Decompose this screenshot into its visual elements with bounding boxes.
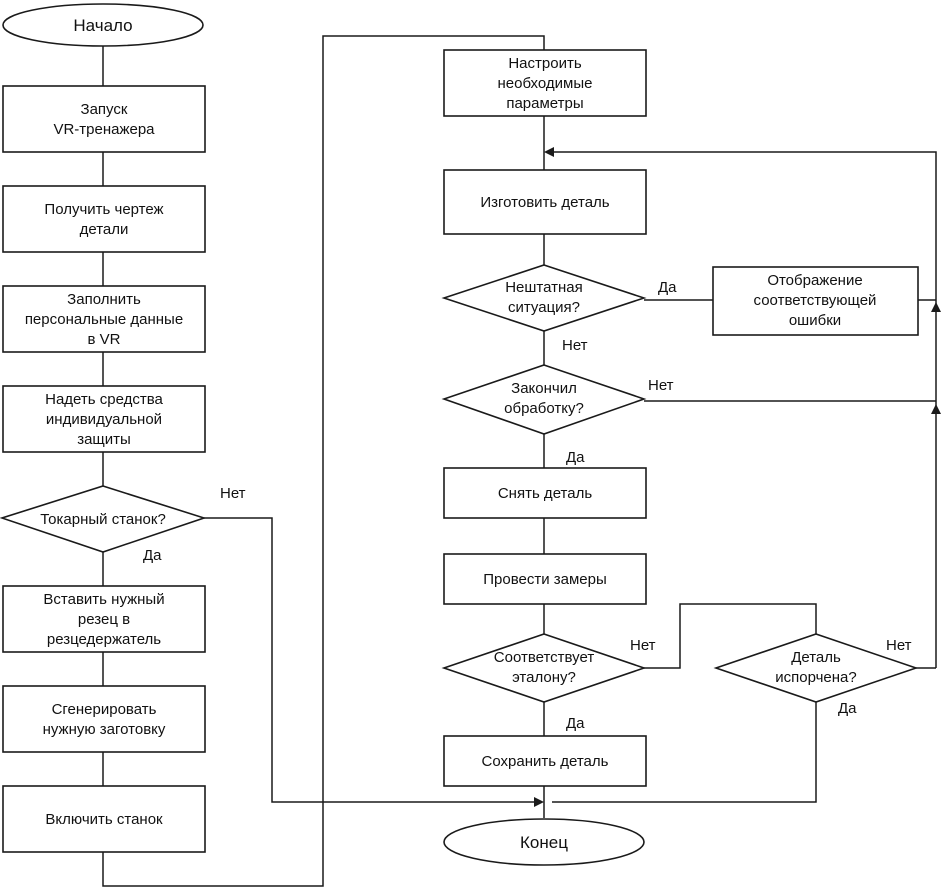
show-error-line3: ошибки: [789, 312, 841, 329]
save-part-label: Сохранить деталь: [482, 753, 609, 770]
generate-blank-line1: Сгенерировать: [52, 701, 157, 718]
insert-cutter-line2: резец в: [78, 611, 130, 628]
start-label: Начало: [73, 16, 132, 35]
node-turn-on: Включить станок: [2, 785, 206, 853]
configure-line1: Настроить: [508, 55, 581, 72]
spoiled-line1: Деталь: [791, 649, 841, 666]
node-show-error: Отображение соответствующей ошибки: [712, 266, 919, 336]
matches-line2: эталону?: [512, 669, 576, 686]
node-remove-part: Снять деталь: [443, 467, 647, 519]
node-start: Начало: [2, 3, 204, 47]
node-insert-cutter: Вставить нужный резец в резцедержатель: [2, 585, 206, 653]
label-emergency-yes: Да: [658, 279, 677, 296]
edge-return-loop: [548, 151, 937, 668]
launch-line1: Запуск: [81, 101, 128, 118]
show-error-line1: Отображение: [767, 272, 862, 289]
edge-matches-no: [644, 603, 817, 669]
insert-cutter-line1: Вставить нужный: [43, 591, 164, 608]
configure-line2: необходимые: [498, 75, 593, 92]
node-emergency-decision: Нештатная ситуация?: [441, 264, 647, 332]
node-launch: Запуск VR-тренажера: [2, 85, 206, 153]
get-drawing-line2: детали: [80, 221, 129, 238]
label-finished-no: Нет: [648, 377, 674, 394]
spoiled-line2: испорчена?: [775, 669, 856, 686]
edge-spoiled-yes: [552, 702, 817, 803]
node-make-part: Изготовить деталь: [443, 169, 647, 235]
edge-lathe-no: [204, 517, 536, 803]
node-end: Конец: [443, 818, 645, 866]
end-label: Конец: [520, 833, 568, 852]
label-matches-no: Нет: [630, 637, 656, 654]
matches-line1: Соответствует: [494, 649, 595, 666]
turn-on-label: Включить станок: [45, 811, 163, 828]
node-finished-decision: Закончил обработку?: [441, 364, 647, 435]
edge-turnon-configure: [102, 35, 545, 887]
fill-data-line2: персональные данные: [25, 311, 183, 328]
node-generate-blank: Сгенерировать нужную заготовку: [2, 685, 206, 753]
label-finished-yes: Да: [566, 449, 585, 466]
fill-data-line1: Заполнить: [67, 291, 141, 308]
label-matches-yes: Да: [566, 715, 585, 732]
label-spoiled-no: Нет: [886, 637, 912, 654]
node-measure: Провести замеры: [443, 553, 647, 605]
node-matches-decision: Соответствует эталону?: [441, 633, 647, 703]
remove-part-label: Снять деталь: [498, 485, 592, 502]
emergency-line2: ситуация?: [508, 299, 580, 316]
make-part-label: Изготовить деталь: [480, 194, 609, 211]
label-lathe-no: Нет: [220, 485, 246, 502]
get-drawing-line1: Получить чертеж: [44, 201, 163, 218]
protection-line2: индивидуальной: [46, 411, 162, 428]
fill-data-line3: в VR: [88, 331, 121, 348]
generate-blank-line2: нужную заготовку: [43, 721, 166, 738]
node-get-drawing: Получить чертеж детали: [2, 185, 206, 253]
node-fill-data: Заполнить персональные данные в VR: [2, 285, 206, 353]
insert-cutter-line3: резцедержатель: [47, 631, 161, 648]
label-lathe-yes: Да: [143, 547, 162, 564]
label-emergency-no: Нет: [562, 337, 588, 354]
node-spoiled-decision: Деталь испорчена?: [713, 633, 919, 703]
protection-line1: Надеть средства: [45, 391, 163, 408]
edge-labels: Нет Да Да Нет Нет Да Нет Да Нет Да: [143, 279, 912, 732]
finished-line1: Закончил: [511, 380, 577, 397]
arrow-into-end-bus: [534, 797, 544, 807]
lathe-decision-label: Токарный станок?: [40, 511, 166, 528]
show-error-line2: соответствующей: [754, 292, 877, 309]
protection-line3: защиты: [77, 431, 131, 448]
configure-line3: параметры: [506, 95, 583, 112]
connectors: [102, 35, 941, 887]
node-configure: Настроить необходимые параметры: [443, 49, 647, 117]
node-protection: Надеть средства индивидуальной защиты: [2, 385, 206, 453]
node-save-part: Сохранить деталь: [443, 735, 647, 787]
finished-line2: обработку?: [504, 400, 584, 417]
node-lathe-decision: Токарный станок?: [0, 485, 207, 553]
emergency-line1: Нештатная: [505, 279, 583, 296]
launch-line2: VR-тренажера: [53, 121, 155, 138]
measure-label: Провести замеры: [483, 571, 607, 588]
label-spoiled-yes: Да: [838, 700, 857, 717]
